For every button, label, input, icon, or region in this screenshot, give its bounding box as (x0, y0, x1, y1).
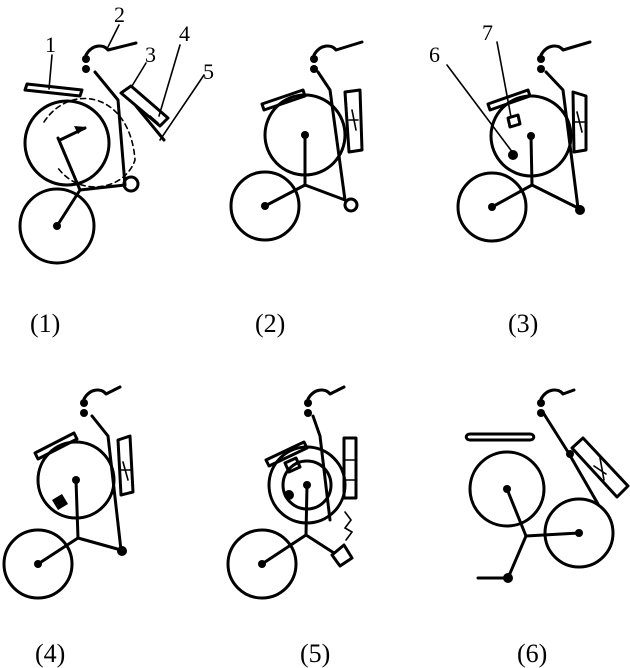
caption-5: (5) (300, 639, 330, 668)
callout-7: 7 (482, 20, 493, 45)
panel-6 (464, 388, 630, 583)
caption-3: (3) (508, 309, 538, 338)
callout-1: 1 (45, 32, 56, 57)
callout-2: 2 (114, 2, 125, 27)
caption-4: (4) (35, 639, 65, 668)
panel-4 (2, 385, 135, 600)
callout-5: 5 (203, 59, 214, 84)
panel-2 (229, 40, 364, 242)
caption-2: (2) (255, 309, 285, 338)
caption-1: (1) (30, 309, 60, 338)
callout-4: 4 (179, 21, 190, 46)
caption-6: (6) (517, 639, 547, 668)
panel-3 (446, 40, 592, 243)
panel-1 (18, 24, 205, 265)
panel-5 (226, 385, 358, 600)
callout-6: 6 (429, 42, 440, 67)
callout-3: 3 (145, 42, 156, 67)
